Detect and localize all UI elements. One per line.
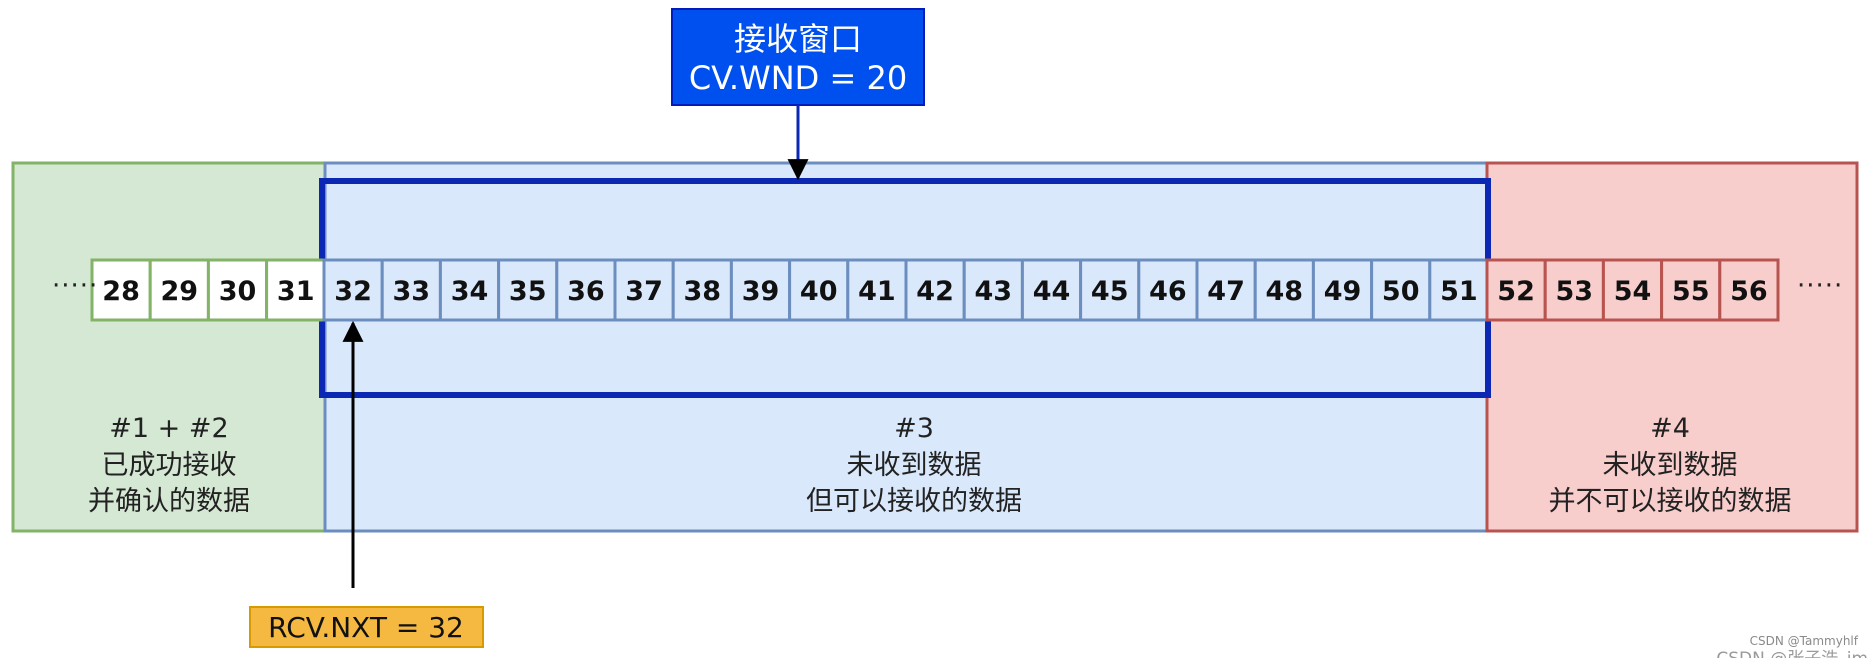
seq-cell-30: [206, 258, 269, 322]
seq-number-42: 42: [916, 276, 954, 307]
svg-text:未收到数据: 未收到数据: [1603, 450, 1738, 481]
ellipsis-right: ·····: [1797, 271, 1843, 301]
seq-cell-53: [1543, 258, 1605, 322]
seq-number-56: 56: [1730, 276, 1768, 307]
seq-cell-37: [613, 258, 675, 322]
region-not-receivable: [1485, 161, 1859, 533]
region-receivable: [323, 161, 1489, 533]
watermark-line1: CSDN @Tammyhlf: [1750, 634, 1859, 648]
seq-cell-36: [555, 258, 617, 322]
seq-cell-55: [1660, 258, 1722, 322]
seq-number-32: 32: [334, 276, 372, 307]
seq-number-51: 51: [1440, 276, 1478, 307]
seq-cell-35: [497, 258, 559, 322]
seq-cell-28: [90, 258, 152, 322]
region-received-label: #1 + #2 已成功接收 并确认的数据: [88, 413, 250, 517]
svg-text:#1 + #2: #1 + #2: [109, 413, 228, 444]
seq-number-54: 54: [1614, 276, 1652, 307]
seq-number-47: 47: [1207, 276, 1245, 307]
seq-number-45: 45: [1091, 276, 1129, 307]
seq-number-36: 36: [567, 276, 605, 307]
seq-number-30: 30: [219, 276, 257, 307]
region-received: [11, 161, 327, 533]
rcv-nxt-label: RCV.NXT = 32: [268, 611, 464, 644]
seq-number-37: 37: [625, 276, 663, 307]
seq-number-28: 28: [102, 276, 140, 307]
seq-cell-45: [1079, 258, 1141, 322]
seq-number-52: 52: [1497, 276, 1535, 307]
seq-cell-29: [148, 258, 210, 322]
seq-number-53: 53: [1556, 276, 1594, 307]
seq-number-33: 33: [393, 276, 431, 307]
sequence-cells: 28 29 30 31 32 33 34 35 36 37 38 39 40 41 42 43 44 45 46 47…: [90, 258, 1780, 322]
seq-number-35: 35: [509, 276, 547, 307]
seq-cell-31: [265, 258, 327, 322]
svg-text:并确认的数据: 并确认的数据: [88, 486, 250, 517]
region-receivable-label: #3 未收到数据 但可以接收的数据: [806, 413, 1022, 517]
ellipsis-left: ·····: [52, 271, 98, 301]
seq-number-55: 55: [1672, 276, 1710, 307]
seq-cell-32: [322, 258, 384, 322]
seq-number-44: 44: [1033, 276, 1071, 307]
rcv-nxt-box: [249, 606, 484, 648]
svg-text:并不可以接收的数据: 并不可以接收的数据: [1549, 486, 1792, 517]
seq-cell-43: [962, 258, 1024, 322]
seq-cell-50: [1370, 258, 1432, 322]
seq-number-50: 50: [1382, 276, 1420, 307]
window-title: 接收窗口: [734, 20, 862, 58]
seq-number-48: 48: [1266, 276, 1304, 307]
seq-cell-33: [380, 258, 442, 322]
seq-cell-56: [1718, 258, 1780, 322]
seq-number-29: 29: [161, 276, 199, 307]
svg-text:但可以接收的数据: 但可以接收的数据: [806, 486, 1022, 517]
seq-cell-42: [904, 258, 966, 322]
seq-number-38: 38: [684, 276, 722, 307]
svg-text:#4: #4: [1650, 413, 1690, 444]
seq-cell-46: [1137, 258, 1199, 322]
window-size-label: CV.WND = 20: [689, 59, 907, 97]
watermark-line2: CSDN @张子浩_im: [1716, 649, 1868, 658]
seq-cell-41: [846, 258, 908, 322]
seq-cell-44: [1020, 258, 1083, 322]
seq-number-43: 43: [975, 276, 1013, 307]
seq-cell-40: [788, 258, 850, 322]
seq-number-31: 31: [277, 276, 315, 307]
seq-number-34: 34: [451, 276, 489, 307]
seq-cell-51: [1428, 258, 1490, 322]
window-title-box: [671, 8, 925, 106]
seq-cell-54: [1601, 258, 1664, 322]
seq-number-41: 41: [858, 276, 896, 307]
svg-text:未收到数据: 未收到数据: [847, 450, 982, 481]
seq-cell-34: [438, 258, 501, 322]
seq-cell-52: [1485, 258, 1547, 322]
seq-number-46: 46: [1149, 276, 1187, 307]
seq-number-39: 39: [742, 276, 780, 307]
region-not-receivable-label: #4 未收到数据 并不可以接收的数据: [1549, 413, 1792, 517]
svg-text:#3: #3: [894, 413, 934, 444]
seq-number-40: 40: [800, 276, 838, 307]
svg-text:已成功接收: 已成功接收: [102, 450, 237, 481]
seq-number-49: 49: [1324, 276, 1362, 307]
